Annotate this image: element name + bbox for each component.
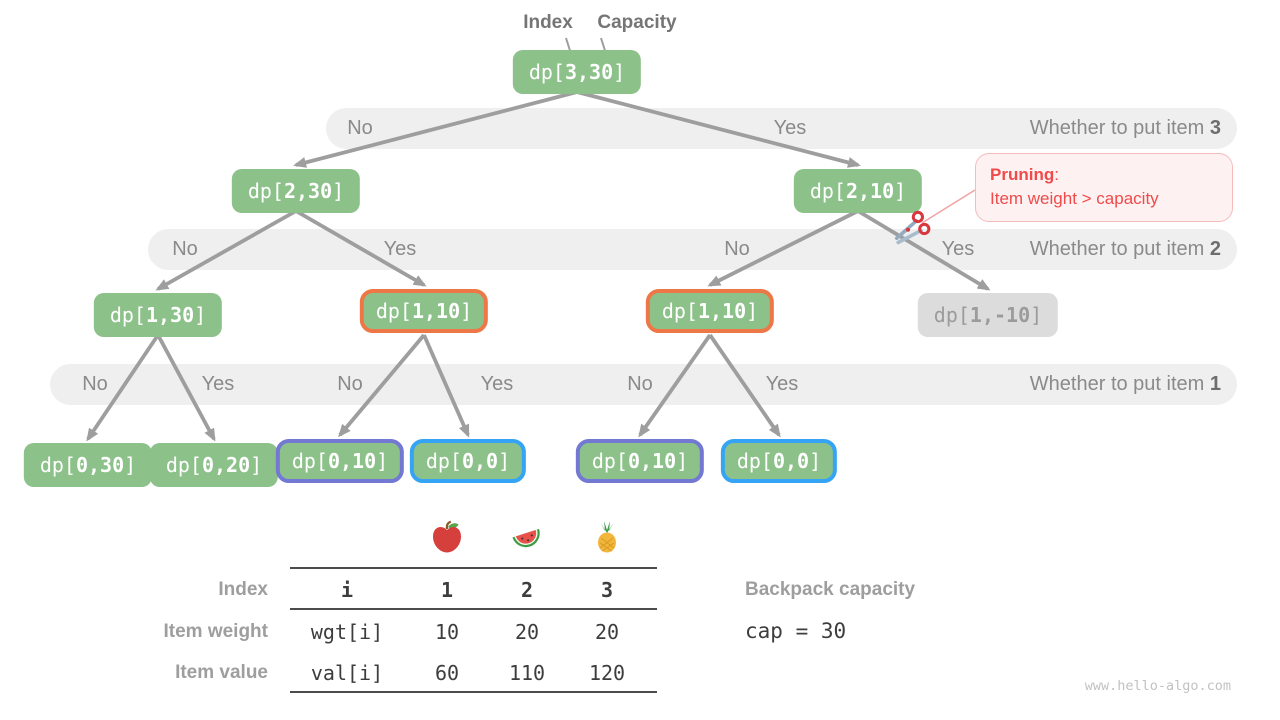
table-rule <box>290 691 657 693</box>
tree-node-n110b: dp[1,10] <box>645 289 775 333</box>
table-rule <box>290 567 657 569</box>
branch-label-no: No <box>347 117 373 139</box>
table-cell: wgt[i] <box>310 620 384 644</box>
band-title: Whether to put item 1 <box>1029 373 1221 395</box>
apple-icon <box>429 519 465 555</box>
decision-band-item-1: No Yes No Yes No Yes Whether to put item 1 <box>50 364 1237 405</box>
branch-label-yes: Yes <box>383 238 417 260</box>
scissors-icon <box>894 210 931 245</box>
decision-band-item-3: No Yes Whether to put item 3 <box>326 108 1237 149</box>
tree-node-n110a: dp[1,10] <box>359 289 489 333</box>
branch-label-no: No <box>172 238 198 260</box>
row-label: Item value <box>175 662 268 683</box>
watermelon-icon <box>509 519 545 555</box>
tree-node-b010a: dp[0,10] <box>275 439 405 483</box>
table-cell: 20 <box>594 620 620 644</box>
tree-node-b020: dp[0,20] <box>149 443 279 487</box>
pruning-description: Item weight > capacity <box>990 189 1159 208</box>
index-label: Index <box>523 12 573 33</box>
band-title: Whether to put item 3 <box>1029 117 1221 139</box>
backpack-capacity-value: cap = 30 <box>745 619 847 643</box>
pineapple-icon <box>589 519 625 555</box>
decision-band-item-2: No Yes No Yes Whether to put item 2 <box>148 229 1237 270</box>
table-cell: 1 <box>440 578 454 602</box>
pruning-callout: Pruning: Item weight > capacity <box>975 153 1233 222</box>
branch-label-no: No <box>627 373 653 395</box>
table-rule <box>290 608 657 610</box>
tree-node-n330: dp[3,30] <box>512 50 642 94</box>
branch-label-yes: Yes <box>773 117 807 139</box>
row-label: Item weight <box>163 621 268 642</box>
branch-label-yes: Yes <box>765 373 799 395</box>
tree-node-n210: dp[2,10] <box>793 169 923 213</box>
tree-node-n1m10: dp[1,-10] <box>917 293 1059 337</box>
tree-node-b000b: dp[0,0] <box>720 439 838 483</box>
watermark: www.hello-algo.com <box>1084 678 1231 694</box>
tree-node-b030: dp[0,30] <box>23 443 153 487</box>
tree-node-n130: dp[1,30] <box>93 293 223 337</box>
tree-node-b010b: dp[0,10] <box>575 439 705 483</box>
tree-node-n230: dp[2,30] <box>231 169 361 213</box>
table-cell: 60 <box>434 661 460 685</box>
table-cell: 10 <box>434 620 460 644</box>
branch-label-yes: Yes <box>480 373 514 395</box>
table-cell: 110 <box>508 661 546 685</box>
branch-label-yes: Yes <box>941 238 975 260</box>
capacity-label: Capacity <box>597 12 677 33</box>
row-label: Index <box>218 579 268 600</box>
table-cell: i <box>340 578 354 602</box>
table-cell: val[i] <box>310 661 384 685</box>
branch-label-no: No <box>337 373 363 395</box>
backpack-capacity-label: Backpack capacity <box>745 579 916 600</box>
band-title: Whether to put item 2 <box>1029 238 1221 260</box>
pruning-title: Pruning: <box>990 165 1059 184</box>
tree-node-b000a: dp[0,0] <box>409 439 527 483</box>
branch-label-no: No <box>82 373 108 395</box>
table-cell: 3 <box>600 578 614 602</box>
table-cell: 120 <box>588 661 626 685</box>
table-cell: 20 <box>514 620 540 644</box>
branch-label-yes: Yes <box>201 373 235 395</box>
branch-label-no: No <box>724 238 750 260</box>
table-cell: 2 <box>520 578 534 602</box>
